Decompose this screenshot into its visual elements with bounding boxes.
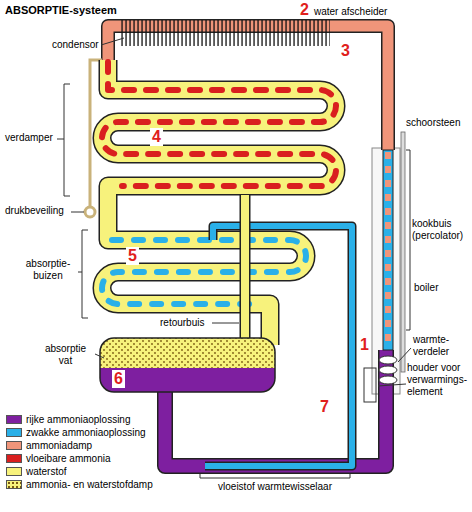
callout-number: 4 — [150, 128, 163, 146]
part-label: kookbuis (percolator) — [412, 218, 469, 242]
heating-element-holder — [364, 368, 376, 402]
callout-number: 1 — [360, 336, 369, 354]
absorber-vessel — [100, 338, 275, 392]
legend-text: ammoniadamp — [26, 439, 206, 452]
part-label: absorptie vat — [38, 343, 93, 367]
part-label: verdamper — [5, 132, 53, 144]
legend-swatch — [6, 441, 22, 450]
part-label: water afscheider — [314, 6, 387, 18]
part-label: vloeistof warmtewisselaar — [200, 481, 350, 493]
part-label: drukbeveiling — [5, 205, 64, 217]
callout-number: 6 — [112, 370, 125, 388]
callout-number: 2 — [300, 1, 309, 19]
part-label: warmte- verdeler — [413, 334, 463, 358]
return-tube — [245, 195, 246, 340]
legend-row: rijke ammoniaoplossing — [6, 413, 206, 426]
legend-text: zwakke ammoniaoplossing — [26, 426, 206, 439]
callout-number: 5 — [126, 247, 139, 265]
part-label: schoorsteen — [406, 117, 460, 129]
percolator-tube — [383, 150, 393, 350]
legend-swatch — [6, 480, 22, 489]
legend-swatch — [6, 454, 22, 463]
heat-distributor — [379, 356, 397, 384]
legend-swatch — [6, 467, 22, 476]
leader-lines — [57, 38, 411, 478]
chimney — [401, 132, 405, 372]
legend-row: vloeibare ammonia — [6, 452, 206, 465]
callout-number: 3 — [341, 42, 350, 60]
legend-text: ammonia- en waterstofdamp — [26, 478, 206, 491]
legend-row: waterstof — [6, 465, 206, 478]
legend-text: waterstof — [26, 465, 206, 478]
legend-swatch — [6, 428, 22, 437]
legend-row: ammonia- en waterstofdamp — [6, 478, 206, 491]
part-label: boiler — [414, 282, 438, 294]
callout-number: 7 — [320, 398, 329, 416]
legend-row: ammoniadamp — [6, 439, 206, 452]
condensor-fins — [120, 20, 330, 46]
part-label: condensor — [52, 39, 99, 51]
boiler-shell — [372, 148, 400, 394]
part-label: houder voor verwarmings- element — [407, 362, 469, 398]
legend-swatch — [6, 415, 22, 424]
diagram-title: ABSORPTIE-systeem — [5, 4, 117, 17]
legend-text: rijke ammoniaoplossing — [26, 413, 206, 426]
legend-row: zwakke ammoniaoplossing — [6, 426, 206, 439]
serpentine-tubes — [102, 60, 336, 345]
part-label: absorptie- buizen — [20, 258, 76, 282]
part-label: retourbuis — [160, 317, 204, 329]
legend-text: vloeibare ammonia — [26, 452, 206, 465]
